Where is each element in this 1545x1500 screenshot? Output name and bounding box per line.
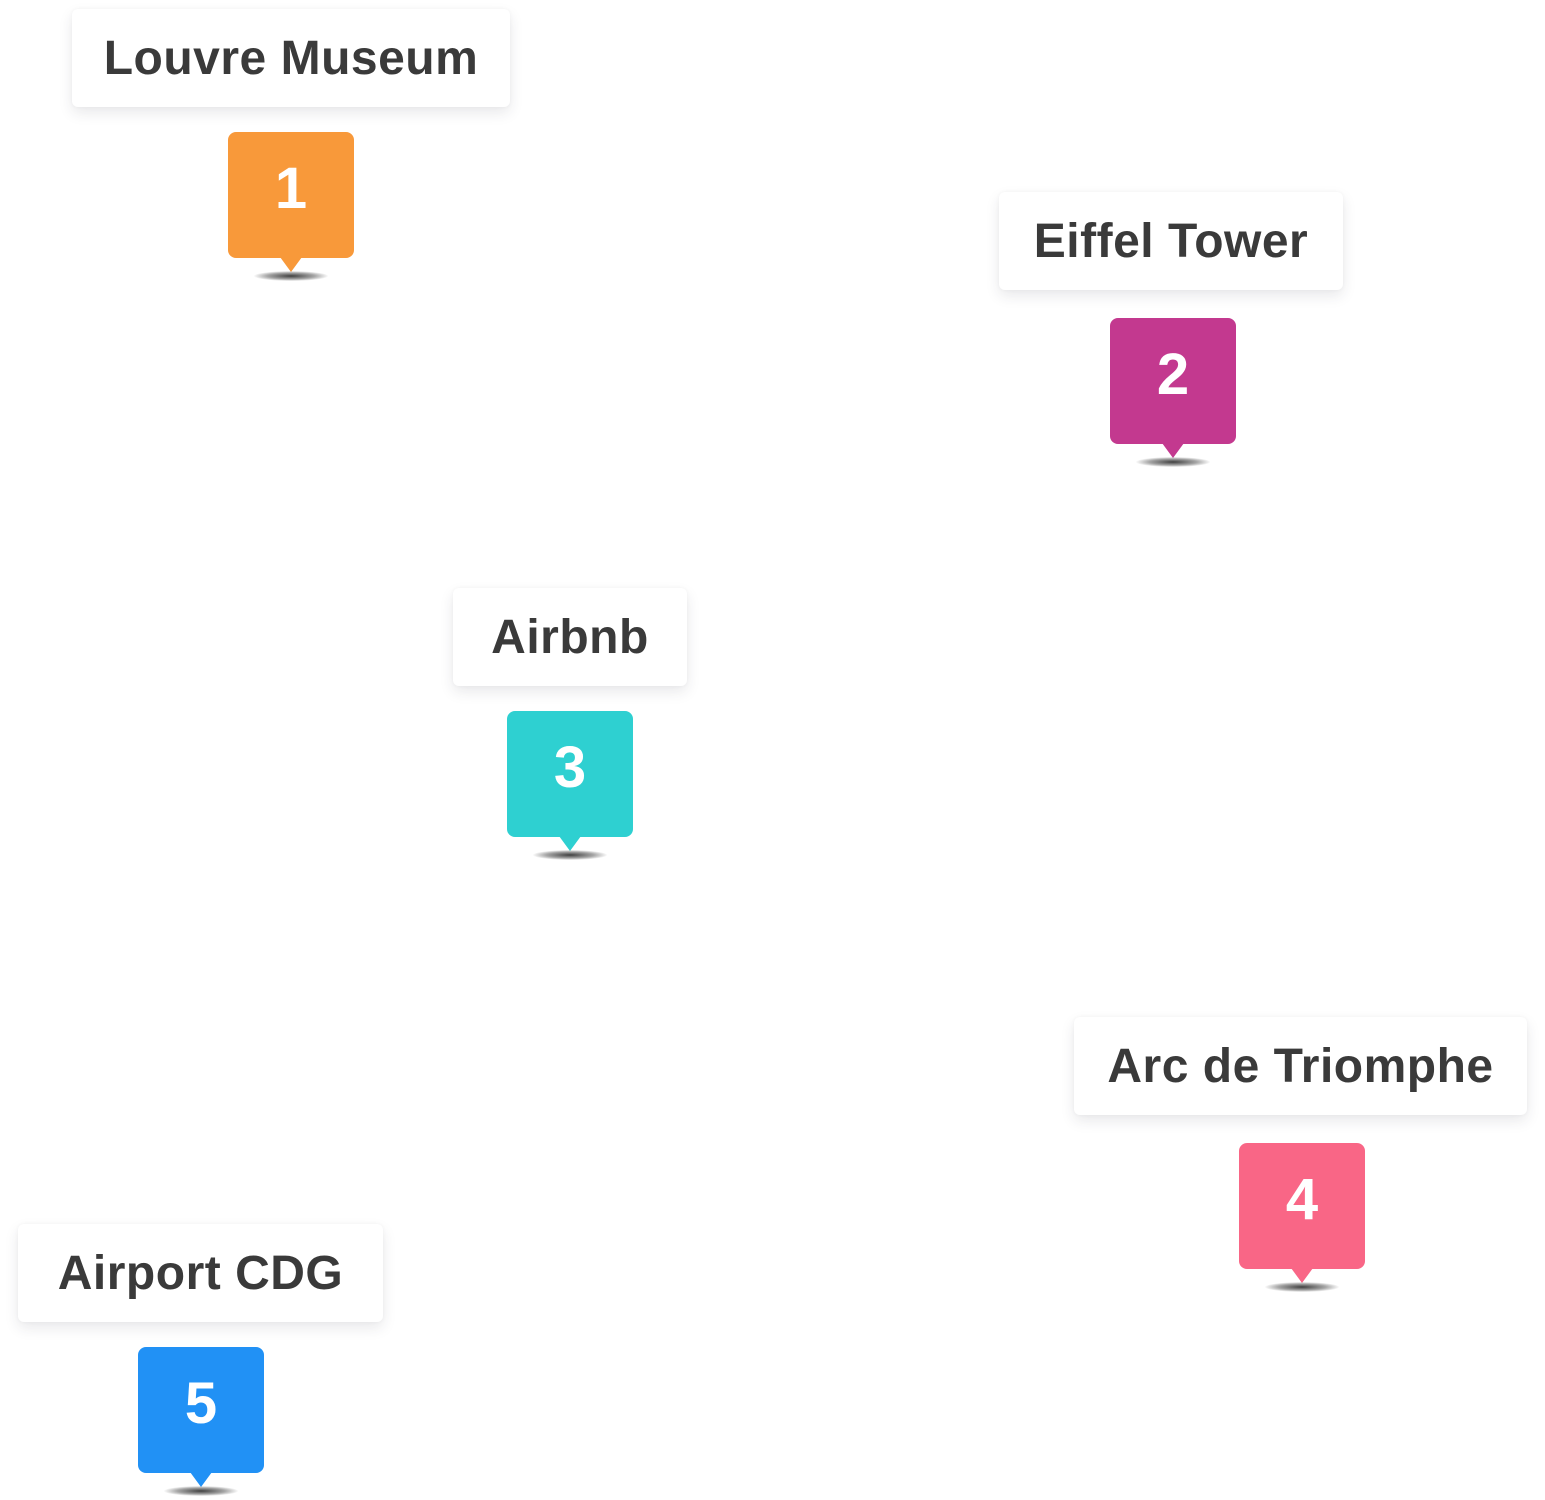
pin-pointer-icon [1162,443,1184,458]
map-pin-marker[interactable]: 5 [138,1347,264,1487]
place-name: Airport CDG [57,1246,344,1300]
place-name: Louvre Museum [103,31,479,85]
pin-number: 3 [553,735,587,800]
pin-pointer-icon [190,1472,212,1487]
place-label-card[interactable]: Eiffel Tower [999,192,1343,290]
pin-pointer-icon [280,257,302,272]
map-pin-marker[interactable]: 4 [1239,1143,1365,1283]
pin-number: 2 [1156,342,1190,407]
pin-shadow [1136,457,1210,467]
place-name: Airbnb [491,610,649,664]
map-pin-marker[interactable]: 2 [1110,318,1236,458]
pin-shadow [1265,1282,1339,1292]
pin-number: 1 [274,156,308,221]
place-label-card[interactable]: Airbnb [453,588,687,686]
place-label-card[interactable]: Louvre Museum [72,9,510,107]
pin-number: 5 [184,1371,218,1436]
pin-shadow [164,1486,238,1496]
pin-shadow [533,850,607,860]
place-name: Arc de Triomphe [1107,1039,1494,1093]
place-label-card[interactable]: Arc de Triomphe [1074,1017,1527,1115]
pin-pointer-icon [559,836,581,851]
pin-shadow [254,271,328,281]
place-label-card[interactable]: Airport CDG [18,1224,383,1322]
map-pin-marker[interactable]: 3 [507,711,633,851]
pin-number: 4 [1285,1167,1319,1232]
place-name: Eiffel Tower [1033,214,1309,268]
map-pin-marker[interactable]: 1 [228,132,354,272]
pin-pointer-icon [1291,1268,1313,1283]
